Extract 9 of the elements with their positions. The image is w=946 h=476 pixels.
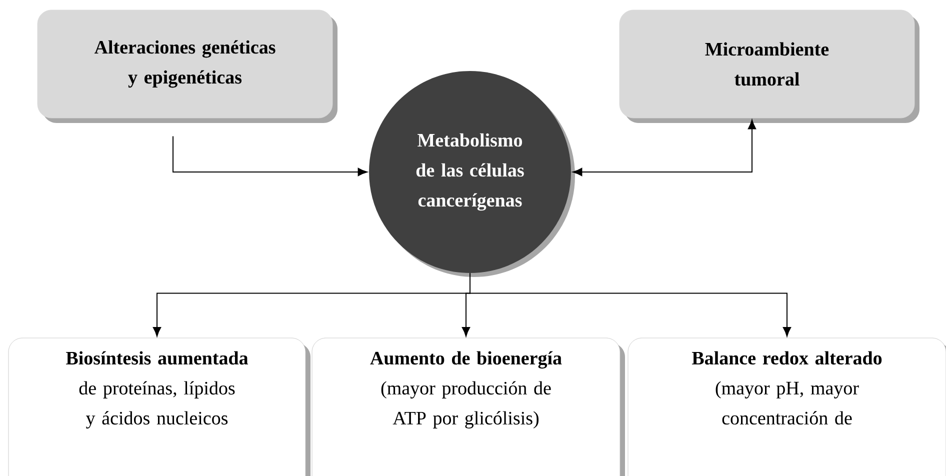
rounded-box: Biosíntesis aumentada de proteínas, lípidos y ácidos nucleicos [8, 338, 310, 476]
circle-node: Metabolismo de las células cancerígenas [369, 71, 575, 277]
rounded-box: Aumento de bioenergía (mayor producción de ATP por glicólisis) [312, 338, 625, 476]
rounded-box: Balance redox alterado (mayor pH, mayor concentración de [628, 338, 946, 476]
arrow [172, 136, 368, 176]
rounded-box: Alteraciones genéticas y epigenéticas [37, 10, 338, 123]
arrow [572, 120, 756, 176]
arrow [470, 272, 792, 337]
rounded-box: Microambiente tumoral [619, 10, 920, 123]
